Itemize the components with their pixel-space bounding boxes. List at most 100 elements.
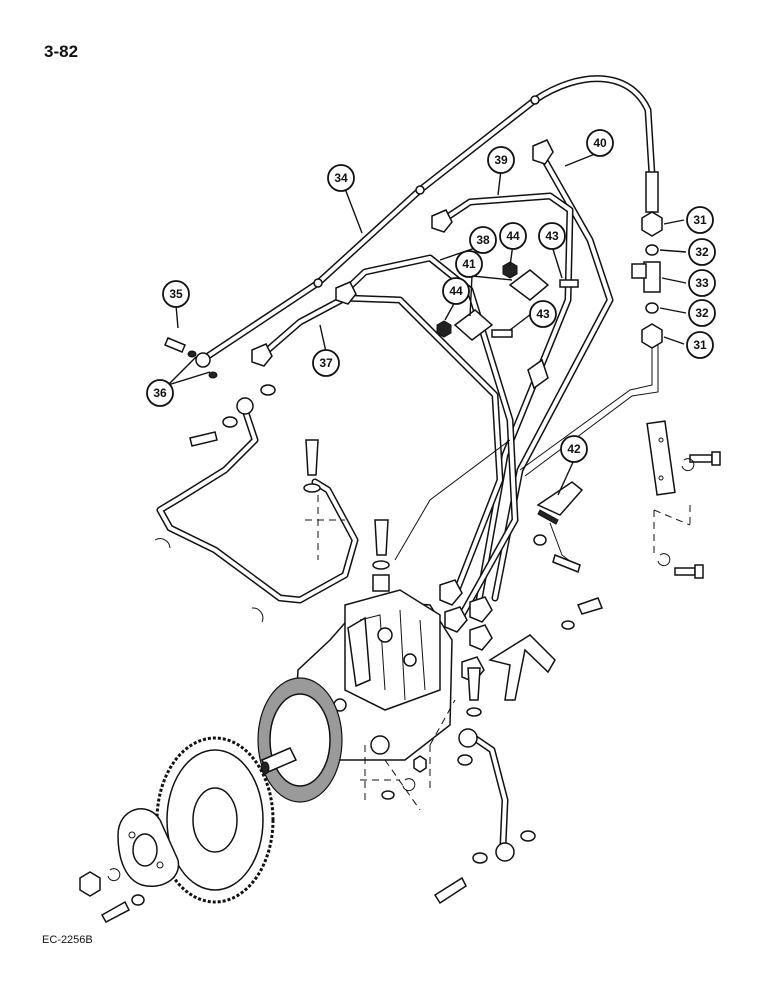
nut: [533, 534, 547, 546]
outlet-nut: [439, 579, 463, 606]
callout-label: 44: [449, 284, 463, 298]
callout-31-upper: 31: [686, 206, 714, 234]
callout-label: 42: [567, 442, 581, 456]
callout-label: 37: [319, 356, 333, 370]
callout-44-upper: 44: [499, 222, 527, 250]
support-brackets: [154, 358, 721, 701]
outlet-nut: [469, 596, 493, 623]
screw: [552, 553, 581, 574]
clamp: [313, 278, 323, 288]
clamp: [415, 185, 425, 195]
left-hardware: [189, 384, 390, 592]
injection-line-34: [201, 75, 656, 362]
washer: [222, 416, 238, 428]
washer: [561, 620, 575, 630]
callout-label: 35: [169, 287, 183, 301]
bolt-vertical: [305, 439, 319, 476]
callout-36: 36: [146, 379, 174, 407]
washer: [466, 707, 482, 717]
callout-43-lower: 43: [529, 300, 557, 328]
spring-washer: [681, 458, 695, 472]
outlet-nut: [469, 624, 493, 651]
callout-label: 40: [593, 136, 607, 150]
callout-label: 36: [153, 386, 167, 400]
mounting-plate: [646, 420, 676, 496]
callout-34: 34: [327, 164, 355, 192]
injection-pump: [257, 589, 536, 905]
banjo-eye: [236, 397, 254, 415]
adjust-screw: [403, 653, 417, 667]
bolt-head: [711, 451, 721, 466]
clamp: [530, 95, 540, 105]
bolt: [576, 597, 604, 615]
banjo-eye: [495, 842, 515, 862]
pump-fitting: [370, 735, 390, 755]
nut-44-lower: [436, 320, 452, 338]
pump-support-bracket: [488, 634, 556, 701]
callouts: 31 31 32 32 33 34: [146, 129, 716, 463]
clamp-bracket-42: [536, 481, 584, 516]
sealing-washer-36: [187, 350, 197, 358]
callout-label: 43: [545, 229, 559, 243]
callout-label: 32: [695, 245, 709, 259]
clip-left: [154, 538, 171, 549]
nut: [413, 755, 427, 773]
hub-center: [132, 833, 158, 867]
return-pipe-right: [466, 731, 509, 849]
pump-flange: [269, 693, 331, 787]
bracket-41-upper: [508, 269, 550, 301]
callout-39: 39: [487, 146, 515, 174]
callout-35: 35: [162, 280, 190, 308]
line-fittings: [195, 95, 554, 683]
bolt-head: [694, 564, 704, 579]
tee-branch: [631, 263, 647, 279]
bolt: [100, 900, 131, 923]
banjo-eye: [458, 728, 478, 748]
valve: [372, 574, 390, 592]
callout-label: 31: [693, 338, 707, 352]
washer: [303, 483, 321, 493]
clip: [527, 358, 549, 390]
callout-44-lower: 44: [442, 277, 470, 305]
nut-31-upper: [641, 211, 663, 237]
callout-32-lower: 32: [688, 299, 716, 327]
callout-label: 32: [695, 306, 709, 320]
outlet-nut: [444, 606, 468, 633]
gear-bore: [192, 787, 238, 853]
union-nut: [532, 139, 554, 165]
callout-42: 42: [560, 435, 588, 463]
washer: [520, 830, 536, 842]
banjo-bolt-assembly: [164, 337, 218, 379]
callout-label: 33: [695, 276, 709, 290]
banjo-bolt-35: [164, 337, 186, 353]
washer-32-lower: [645, 302, 659, 314]
bracket-hardware: [436, 261, 579, 341]
callout-label: 31: [693, 213, 707, 227]
tee-fitting-assembly: [631, 171, 663, 349]
callout-label: 34: [334, 171, 348, 185]
union-nut: [251, 343, 273, 367]
callout-40: 40: [586, 129, 614, 157]
bolt: [467, 667, 481, 701]
clip-left: [251, 607, 264, 623]
banjo-fitting: [195, 352, 211, 368]
callout-43-upper: 43: [538, 222, 566, 250]
callout-label: 39: [494, 153, 508, 167]
screw-43-upper: [559, 279, 579, 288]
washer: [131, 894, 145, 906]
bolt: [674, 567, 696, 576]
callout-label: 43: [536, 307, 550, 321]
control-lever: [347, 616, 371, 688]
callout-32-upper: 32: [688, 238, 716, 266]
callout-41: 41: [455, 250, 483, 278]
union-nut: [335, 281, 357, 305]
washer: [472, 852, 488, 864]
callout-label: 41: [462, 257, 476, 271]
sealing-washer-36: [208, 371, 218, 379]
callout-label: 44: [506, 229, 520, 243]
shaft-end: [260, 761, 270, 775]
banjo-bolt: [189, 431, 218, 447]
callout-31-lower: 31: [686, 331, 714, 359]
